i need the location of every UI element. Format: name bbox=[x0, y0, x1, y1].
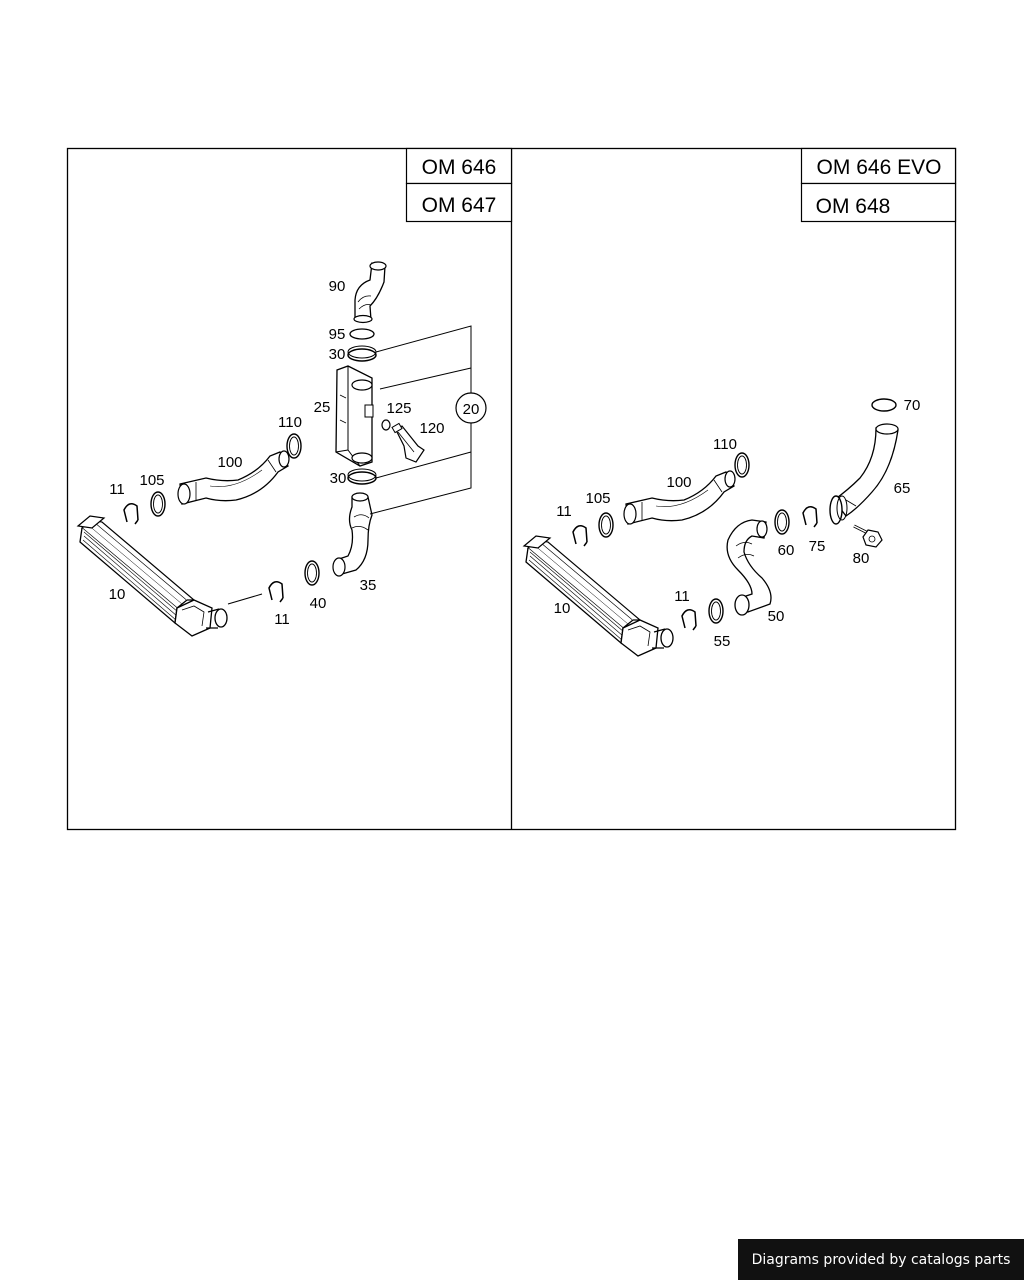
right-panel: OM 646 EVO OM 648 bbox=[523, 147, 957, 657]
callout-125: 125 bbox=[386, 400, 411, 417]
callout-11-upper: 11 bbox=[109, 481, 125, 498]
footer-credit-text: Diagrams provided by catalogs parts bbox=[751, 1251, 1011, 1268]
part-105-oring-right bbox=[598, 512, 614, 538]
callout-100: 100 bbox=[666, 474, 691, 491]
callout-70: 70 bbox=[904, 397, 921, 414]
part-11-clip-lower-right bbox=[681, 609, 697, 631]
callout-75: 75 bbox=[809, 538, 826, 555]
callout-35: 35 bbox=[360, 577, 377, 594]
engine-label-om646-evo: OM 646 EVO bbox=[817, 156, 942, 179]
part-30-clamp-bottom bbox=[347, 468, 377, 485]
callout-11-lower: 11 bbox=[674, 588, 690, 605]
part-110-oring-right bbox=[734, 452, 750, 478]
part-80-bolt bbox=[853, 524, 883, 548]
callout-55: 55 bbox=[714, 633, 731, 650]
callout-120: 120 bbox=[419, 420, 444, 437]
callout-90: 90 bbox=[329, 278, 346, 295]
part-110-oring bbox=[286, 433, 302, 459]
part-100-hose bbox=[177, 450, 290, 505]
part-30-clamp-top bbox=[347, 345, 377, 362]
callout-25: 25 bbox=[314, 399, 331, 416]
callout-30-bottom: 30 bbox=[330, 470, 347, 487]
part-40-oring bbox=[304, 560, 320, 586]
part-25-sensor-housing bbox=[335, 365, 374, 467]
part-65-pipe bbox=[829, 423, 899, 525]
part-35-hose bbox=[332, 492, 373, 577]
callout-110: 110 bbox=[713, 436, 737, 453]
callout-105: 105 bbox=[139, 472, 164, 489]
callout-11-lower: 11 bbox=[274, 611, 290, 628]
part-105-oring bbox=[150, 491, 166, 517]
part-11-clip-lower bbox=[268, 581, 284, 603]
part-11-clip-upper-right bbox=[572, 525, 588, 547]
part-125-oring bbox=[381, 419, 391, 431]
engine-label-om646: OM 646 bbox=[422, 156, 497, 179]
engine-label-om647: OM 647 bbox=[422, 194, 497, 217]
callout-50: 50 bbox=[768, 608, 785, 625]
callout-10: 10 bbox=[109, 586, 126, 603]
part-50-hose bbox=[726, 519, 772, 616]
assembly-20-bracket bbox=[369, 325, 487, 515]
footer-credit-banner: Diagrams provided by catalogs parts bbox=[738, 1239, 1024, 1280]
part-10-intercooler bbox=[77, 515, 228, 637]
callout-40: 40 bbox=[310, 595, 327, 612]
part-95-oring bbox=[349, 328, 375, 340]
part-120-sensor bbox=[391, 422, 425, 463]
callout-10: 10 bbox=[554, 600, 571, 617]
part-100-hose-right bbox=[623, 470, 736, 525]
callout-110: 110 bbox=[278, 414, 302, 431]
part-70-oring bbox=[871, 398, 897, 412]
part-55-oring bbox=[708, 598, 724, 624]
part-11-clip-upper bbox=[123, 503, 139, 525]
callout-95: 95 bbox=[329, 326, 346, 343]
callout-100: 100 bbox=[217, 454, 242, 471]
part-90-elbow-hose bbox=[353, 261, 387, 324]
part-60-oring bbox=[774, 509, 790, 535]
part-75-clip bbox=[802, 506, 818, 528]
callout-105: 105 bbox=[585, 490, 610, 507]
part-10-intercooler-right bbox=[523, 535, 674, 657]
callout-20: 20 bbox=[463, 401, 480, 418]
callout-30-top: 30 bbox=[329, 346, 346, 363]
callout-65: 65 bbox=[894, 480, 911, 497]
callout-60: 60 bbox=[778, 542, 795, 559]
callout-11-upper: 11 bbox=[556, 503, 572, 520]
left-panel: OM 646 OM 647 bbox=[77, 147, 513, 637]
engine-label-om648: OM 648 bbox=[816, 195, 891, 218]
callout-80: 80 bbox=[853, 550, 870, 567]
